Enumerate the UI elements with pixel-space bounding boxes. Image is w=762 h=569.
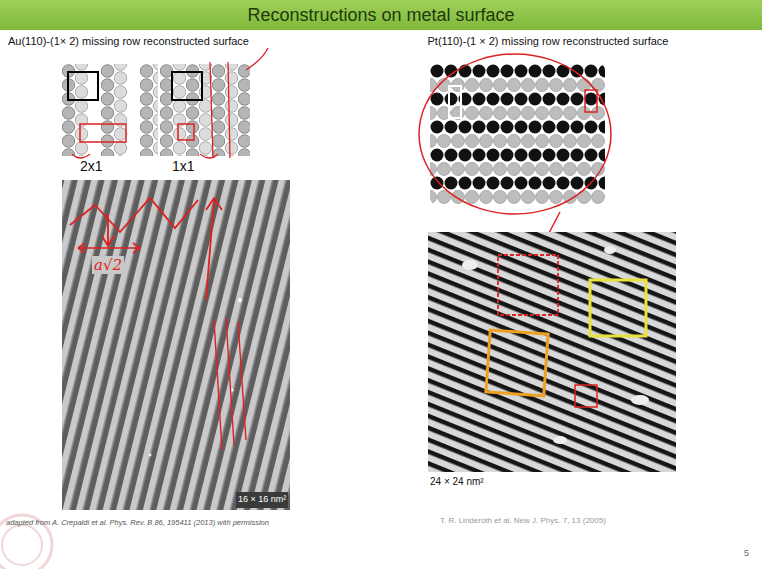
handwritten-note: a√2 [92, 256, 124, 274]
scale-label: 24 × 24 nm² [430, 476, 484, 487]
slide-title: Reconstructions on metal surface [0, 5, 762, 26]
citation: adapted from A. Crepaldi et al. Phys. Re… [6, 518, 269, 527]
panel-heading: Pt(110)-(1 × 2) missing row reconstructe… [398, 34, 698, 48]
cell-label: 2x1 [80, 158, 103, 174]
panel-heading: Au(110)-(1× 2) missing row reconstructed… [8, 34, 278, 48]
citation: T. R. Linderoth et al. New J. Phys. 7, 1… [440, 516, 606, 525]
slide-number: 5 [744, 548, 749, 558]
cell-label: 1x1 [172, 158, 195, 174]
scale-label: 16 × 16 nm² [238, 494, 286, 504]
